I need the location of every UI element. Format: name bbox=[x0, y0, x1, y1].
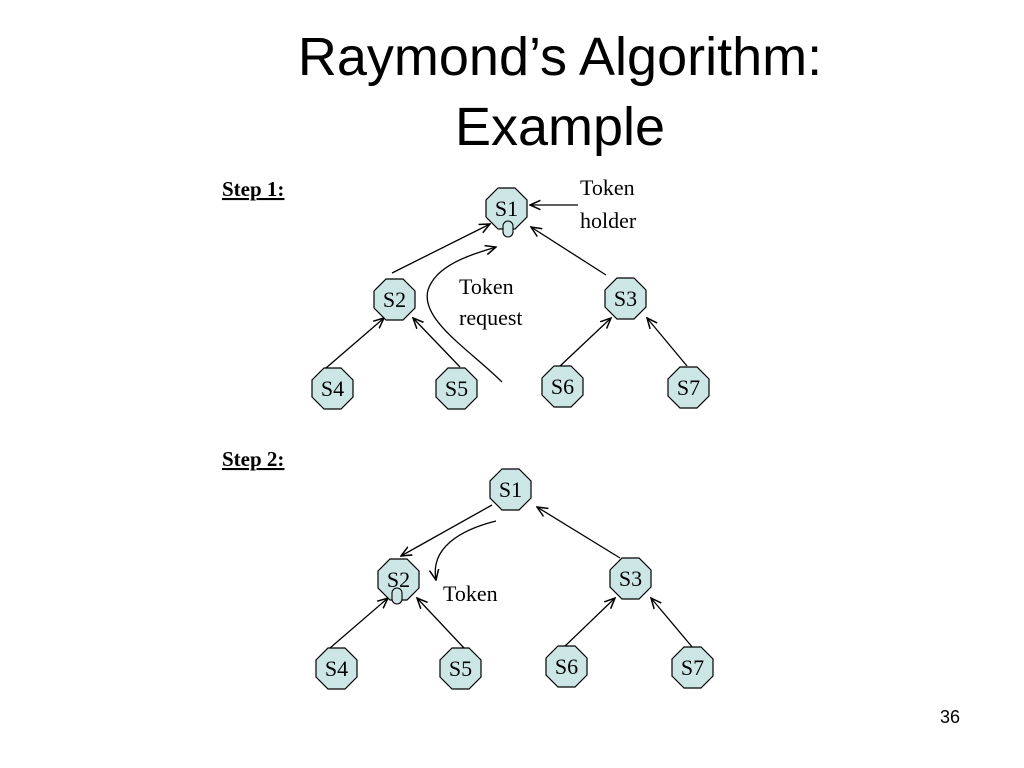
step2-token-label: Token bbox=[443, 581, 498, 606]
step1-token-holder-line1: Token bbox=[580, 175, 635, 200]
step1-edge-s7-s3 bbox=[647, 318, 688, 367]
step1-token-request-line1: Token bbox=[459, 274, 514, 299]
step1-edge-s4-s2 bbox=[325, 318, 384, 369]
step2-node-s1: S1 bbox=[489, 468, 532, 511]
slide-title-line1: Raymond’s Algorithm: bbox=[297, 27, 823, 87]
slide-title: Raymond’s Algorithm: Example bbox=[200, 22, 920, 162]
step2-edge-s4-s2 bbox=[329, 598, 388, 649]
step1-token bbox=[502, 220, 514, 238]
step1-node-s7: S7 bbox=[667, 366, 710, 409]
step2-edge-s3-s1 bbox=[537, 507, 621, 559]
step1-token-request-line2: request bbox=[459, 305, 523, 330]
step1-node-s1: S1 bbox=[485, 187, 528, 230]
step1-node-s3-label: S3 bbox=[614, 286, 637, 311]
step2-node-s7: S7 bbox=[671, 646, 714, 689]
step1-edge-s3-s1 bbox=[531, 227, 607, 276]
step2-node-s1-label: S1 bbox=[499, 477, 522, 502]
step1-node-s6-label: S6 bbox=[551, 374, 574, 399]
step2-edge-s7-s3 bbox=[651, 598, 694, 649]
step2-node-s4-label: S4 bbox=[325, 656, 348, 681]
step1-node-s5: S5 bbox=[435, 367, 478, 410]
step1-edge-s5-s2 bbox=[413, 318, 461, 368]
step1-token-request-arrow bbox=[426, 247, 503, 383]
step1-edge-s2-s1 bbox=[391, 224, 490, 274]
step2-node-s6-label: S6 bbox=[555, 654, 578, 679]
step2-edge-s5-s2 bbox=[417, 598, 465, 649]
step2-node-s3-label: S3 bbox=[619, 566, 642, 591]
step2-token bbox=[391, 587, 403, 605]
step2-group: Step 2: S1 S2 S3 S4 S5 bbox=[222, 447, 714, 690]
step1-node-s2: S2 bbox=[373, 278, 416, 321]
step2-node-s2-label: S2 bbox=[387, 567, 410, 592]
step1-node-s2-label: S2 bbox=[383, 287, 406, 312]
step1-node-s1-label: S1 bbox=[495, 196, 518, 221]
step1-node-s3: S3 bbox=[604, 277, 647, 320]
step2-node-s5: S5 bbox=[439, 647, 482, 690]
step2-edge-s1-s2 bbox=[401, 504, 493, 556]
step1-node-s7-label: S7 bbox=[677, 375, 700, 400]
step1-token-holder-line2: holder bbox=[580, 208, 637, 233]
step1-group: Step 1: S1 S2 S3 S4 S bbox=[222, 175, 710, 410]
step1-node-s4-label: S4 bbox=[321, 376, 344, 401]
slide-title-line2: Example bbox=[454, 97, 666, 157]
step1-node-s4: S4 bbox=[311, 367, 354, 410]
step2-node-s6: S6 bbox=[545, 645, 588, 688]
page-number: 36 bbox=[939, 707, 961, 727]
step2-label: Step 2: bbox=[222, 447, 284, 471]
step1-node-s6: S6 bbox=[541, 365, 584, 408]
step2-node-s5-label: S5 bbox=[449, 656, 472, 681]
step2-edge-s6-s3 bbox=[562, 598, 615, 649]
step1-edge-s6-s3 bbox=[558, 318, 611, 368]
step2-node-s2: S2 bbox=[377, 558, 420, 601]
step2-token-arrow bbox=[435, 520, 497, 580]
step2-node-s7-label: S7 bbox=[681, 655, 704, 680]
step2-node-s4: S4 bbox=[315, 647, 358, 690]
step2-node-s3: S3 bbox=[609, 557, 652, 600]
step1-label: Step 1: bbox=[222, 177, 284, 201]
step1-node-s5-label: S5 bbox=[445, 376, 468, 401]
